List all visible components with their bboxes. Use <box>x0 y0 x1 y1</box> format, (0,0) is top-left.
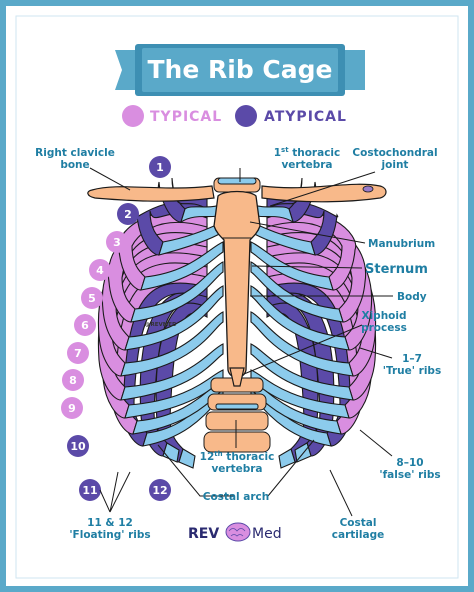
rib-badge-4: 4 <box>89 259 111 281</box>
first-thoracic-label-line2: vertebra <box>281 159 332 171</box>
rib-badge-8-circle <box>62 369 84 391</box>
costal-cartilage-5-right <box>124 285 224 351</box>
rib-badge-4-circle <box>89 259 111 281</box>
false-ribs-label-line1: 8–10 <box>396 457 423 469</box>
brand-left: REV <box>188 526 219 542</box>
rib-badge-9: 9 <box>61 397 83 419</box>
rib-badge-10: 10 <box>67 435 89 457</box>
atypical-swatch <box>235 105 257 127</box>
legend-typical-label: TYPICAL <box>150 109 222 125</box>
rib-badge-3-number: 3 <box>113 236 121 249</box>
costochondral-label-line2: joint <box>381 159 409 171</box>
brand-right: Med <box>252 526 282 542</box>
rib-badge-9-circle <box>61 397 83 419</box>
right-clavicle <box>87 185 215 202</box>
rib-badge-3: 3 <box>106 231 128 253</box>
rib-badge-1-number: 1 <box>156 161 164 174</box>
costal-cartilage-label-line2: cartilage <box>332 529 384 541</box>
rib-badge-12: 12 <box>149 479 171 501</box>
brand-logo: REV Med <box>188 522 282 542</box>
costal-cartilage-8-left <box>250 369 350 419</box>
false-ribs-label-line2: 'false' ribs <box>379 469 440 481</box>
rib-badge-11-number: 11 <box>82 484 97 497</box>
costal-cartilage-7-right <box>120 343 224 401</box>
twelfth-thoracic-label-line2: vertebra <box>211 463 262 475</box>
right-clavicle-label-line2: bone <box>60 159 89 171</box>
costal-cartilage-6-left <box>250 311 354 377</box>
rib-badge-9-number: 9 <box>68 402 76 415</box>
rib-12-right-tip <box>178 448 196 469</box>
costal-cartilage-7-left <box>250 343 354 401</box>
costal-cartilage-6-right <box>120 311 224 377</box>
rib-badge-4-number: 4 <box>96 264 104 277</box>
rib-badge-12-number: 12 <box>152 484 167 497</box>
watermark: @REVMED <box>145 322 177 328</box>
first-thoracic-label-line1: 1st thoracic <box>274 146 341 159</box>
typical-swatch <box>122 105 144 127</box>
rib-badge-3-circle <box>106 231 128 253</box>
costal-cartilage-5-left <box>250 285 350 351</box>
rib-badge-12-circle <box>149 479 171 501</box>
rib-badge-8-number: 8 <box>69 374 77 387</box>
costal-cartilage-label-line1: Costal <box>340 517 377 529</box>
rib-badge-7-circle <box>67 342 89 364</box>
rib-badge-10-circle <box>67 435 89 457</box>
first-thoracic-vertebra <box>217 177 257 185</box>
rib-badge-11: 11 <box>79 479 101 501</box>
rib-badge-8: 8 <box>62 369 84 391</box>
rib-badge-1: 1 <box>149 156 171 178</box>
costochondral-label-line1: Costochondral <box>352 147 437 159</box>
costal-cartilage-4-right <box>130 261 224 323</box>
sternum <box>213 190 261 387</box>
sternum-label: Sternum <box>365 262 428 277</box>
rib-badge-1-circle <box>149 156 171 178</box>
rib-badge-5-number: 5 <box>88 292 96 305</box>
xiphoid-label-line1: Xiphoid <box>361 310 406 322</box>
twelfth-thoracic-vertebra <box>215 403 259 410</box>
rib-badge-5-circle <box>81 287 103 309</box>
left-clavicle <box>261 183 387 203</box>
right-clavicle-label-line1: Right clavicle <box>35 147 115 159</box>
xiphoid-label-line2: process <box>361 322 407 334</box>
rib-12-left-tip <box>278 448 296 469</box>
page-title: The Rib Cage <box>148 55 333 84</box>
costal-arch-label: Costal arch <box>203 491 270 503</box>
rib-badge-2-circle <box>117 203 139 225</box>
floating-ribs-label-line2: 'Floating' ribs <box>69 529 150 541</box>
costal-cartilage-8-right <box>124 369 224 419</box>
twelfth-thoracic-label-line1: 12th thoracic <box>200 450 275 463</box>
rib-badge-10-number: 10 <box>70 440 86 453</box>
costal-cartilage-4-left <box>250 261 344 323</box>
rib-badge-2-number: 2 <box>124 208 132 221</box>
rib-badge-6: 6 <box>74 314 96 336</box>
true-ribs-label-line2: 'True' ribs <box>383 365 441 377</box>
labels: Right clavicle bone 1st thoracic vertebr… <box>35 146 441 541</box>
title-banner: The Rib Cage <box>115 44 365 96</box>
leader-lines <box>89 167 393 517</box>
rib-badge-7-number: 7 <box>74 347 82 360</box>
rib-badge-6-number: 6 <box>81 319 89 332</box>
floating-ribs-label-line1: 11 & 12 <box>87 517 133 529</box>
rib-badge-5: 5 <box>81 287 103 309</box>
clavicles <box>87 183 387 203</box>
xiphoid-process <box>229 367 245 387</box>
legend-atypical-label: ATYPICAL <box>264 109 347 125</box>
true-ribs-label-line1: 1–7 <box>402 353 422 365</box>
rib-badge-2: 2 <box>117 203 139 225</box>
costal-cartilage-3-left <box>250 241 334 291</box>
rib-badge-7: 7 <box>67 342 89 364</box>
brain-icon <box>225 522 251 542</box>
manubrium-label: Manubrium <box>368 238 435 250</box>
rib-badge-6-circle <box>74 314 96 336</box>
ribs-group <box>97 177 377 469</box>
legend: TYPICAL ATYPICAL <box>122 105 347 127</box>
rib-badge-11-circle <box>79 479 101 501</box>
rib-11-right-tip <box>162 442 180 463</box>
inner-border <box>15 15 459 579</box>
costal-cartilage-3-right <box>140 241 224 291</box>
body-label: Body <box>397 291 427 303</box>
